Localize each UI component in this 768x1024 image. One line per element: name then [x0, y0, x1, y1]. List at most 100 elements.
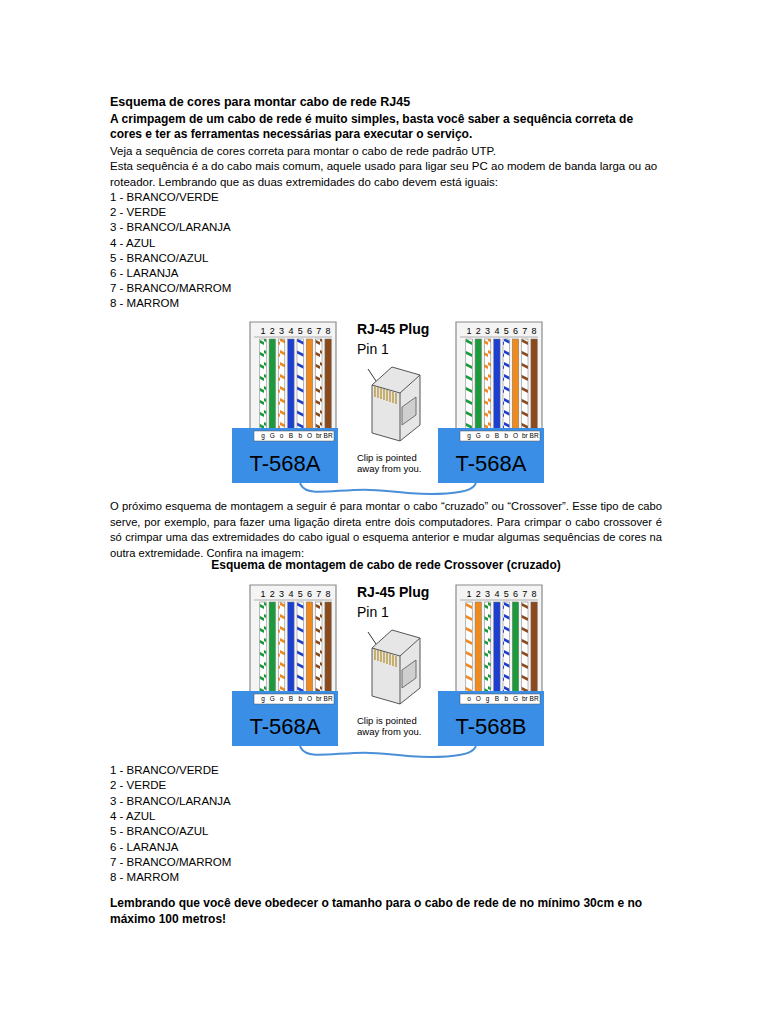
pin-number: 6	[513, 326, 518, 336]
pin-number: 7	[316, 326, 321, 336]
pin-number: 4	[288, 326, 293, 336]
color-code: B	[289, 695, 293, 703]
color-code: B	[289, 432, 293, 440]
color-code: O	[307, 432, 312, 440]
rj45-plug-drawing	[438, 322, 544, 446]
pin-number: 8	[532, 589, 537, 599]
color-code: g	[261, 432, 265, 440]
color-code: BR	[530, 432, 539, 440]
color-code: O	[307, 695, 312, 703]
color-list-item: 7 - BRANCO/MARROM	[110, 281, 231, 296]
color-list-item: 5 - BRANCO/AZUL	[110, 251, 208, 266]
color-code: G	[476, 432, 481, 440]
pin-number: 2	[476, 589, 481, 599]
pin-number: 8	[326, 589, 331, 599]
color-code: br	[522, 432, 528, 440]
color-code: b	[298, 695, 302, 703]
standard-label: T-568A	[250, 714, 321, 740]
bold-paragraph: Esquema de montagem de cabo de rede Cros…	[110, 558, 662, 573]
pin-number: 1	[260, 589, 265, 599]
pin-number: 3	[485, 589, 490, 599]
network-cable	[300, 483, 476, 494]
color-list-item: 2 - VERDE	[110, 205, 166, 220]
paragraph: O próximo esquema de montagem a seguir é…	[110, 499, 662, 561]
plug-caption: RJ-45 Plug	[357, 584, 429, 600]
color-code: br	[522, 695, 528, 703]
pin-number: 7	[316, 589, 321, 599]
rj45-plug-drawing	[438, 585, 544, 709]
color-list-item: 3 - BRANCO/LARANJA	[110, 794, 231, 809]
pin-number: 5	[298, 326, 303, 336]
color-code: O	[476, 695, 481, 703]
rj45-plug-drawing	[232, 585, 338, 709]
pin-number: 3	[485, 326, 490, 336]
color-code: b	[504, 695, 508, 703]
color-code: G	[270, 432, 275, 440]
pin-number: 1	[260, 326, 265, 336]
plug-caption: RJ-45 Plug	[357, 321, 429, 337]
pin-number: 4	[288, 589, 293, 599]
pin-number: 1	[466, 589, 471, 599]
color-list-item: 3 - BRANCO/LARANJA	[110, 220, 231, 235]
paragraph: Veja a sequência de cores correta para m…	[110, 144, 662, 159]
pin-number: 5	[504, 326, 509, 336]
color-code: o	[467, 695, 471, 703]
plug-icon	[368, 367, 420, 441]
color-list-item: 5 - BRANCO/AZUL	[110, 824, 208, 839]
clip-note: Clip is pointed away from you.	[357, 452, 435, 474]
standard-label: T-568A	[456, 451, 527, 477]
pin-caption: Pin 1	[357, 604, 389, 620]
color-code: B	[495, 695, 499, 703]
standard-label: T-568B	[456, 714, 527, 740]
network-cable	[300, 746, 476, 757]
color-code: G	[270, 695, 275, 703]
page-title: Esquema de cores para montar cabo de red…	[110, 95, 410, 109]
color-code: br	[316, 695, 322, 703]
pin-number: 7	[522, 326, 527, 336]
color-list-item: 6 - LARANJA	[110, 840, 178, 855]
bold-paragraph: A crimpagem de um cabo de rede é muito s…	[110, 112, 662, 142]
color-code: o	[280, 695, 284, 703]
pin-number: 8	[326, 326, 331, 336]
color-code: BR	[324, 432, 333, 440]
pin-number: 5	[504, 589, 509, 599]
color-code: BR	[530, 695, 539, 703]
color-code: b	[504, 432, 508, 440]
bold-paragraph: Lembrando que você deve obedecer o taman…	[110, 895, 662, 927]
color-list-item: 4 - AZUL	[110, 236, 155, 251]
color-code: o	[486, 432, 490, 440]
rj45-plug-drawing	[232, 322, 338, 446]
pin-number: 4	[494, 589, 499, 599]
color-list-item: 8 - MARROM	[110, 870, 179, 885]
pin-number: 2	[270, 326, 275, 336]
pin-number: 3	[279, 589, 284, 599]
pin-number: 2	[270, 589, 275, 599]
pin-number: 6	[513, 589, 518, 599]
color-code: g	[486, 695, 490, 703]
color-code: B	[495, 432, 499, 440]
pin-number: 6	[307, 589, 312, 599]
color-list-item: 2 - VERDE	[110, 778, 166, 793]
color-list-item: 6 - LARANJA	[110, 266, 178, 281]
plug-label-box: T-568A	[232, 445, 338, 483]
pin-number: 2	[476, 326, 481, 336]
plug-label-box: T-568A	[438, 445, 544, 483]
plug-icon	[368, 630, 420, 704]
color-code: g	[467, 432, 471, 440]
color-code: br	[316, 432, 322, 440]
clip-note: Clip is pointed away from you.	[357, 715, 435, 737]
pin-number: 8	[532, 326, 537, 336]
standard-label: T-568A	[250, 451, 321, 477]
pin-number: 1	[466, 326, 471, 336]
color-list-item: 1 - BRANCO/VERDE	[110, 190, 219, 205]
pin-number: 4	[494, 326, 499, 336]
color-list-item: 7 - BRANCO/MARROM	[110, 855, 231, 870]
pin-number: 5	[298, 589, 303, 599]
color-code: b	[298, 432, 302, 440]
color-code: G	[513, 695, 518, 703]
color-code: O	[513, 432, 518, 440]
pin-number: 6	[307, 326, 312, 336]
paragraph: Esta sequência é a do cabo mais comum, a…	[110, 159, 662, 190]
pin-number: 7	[522, 589, 527, 599]
